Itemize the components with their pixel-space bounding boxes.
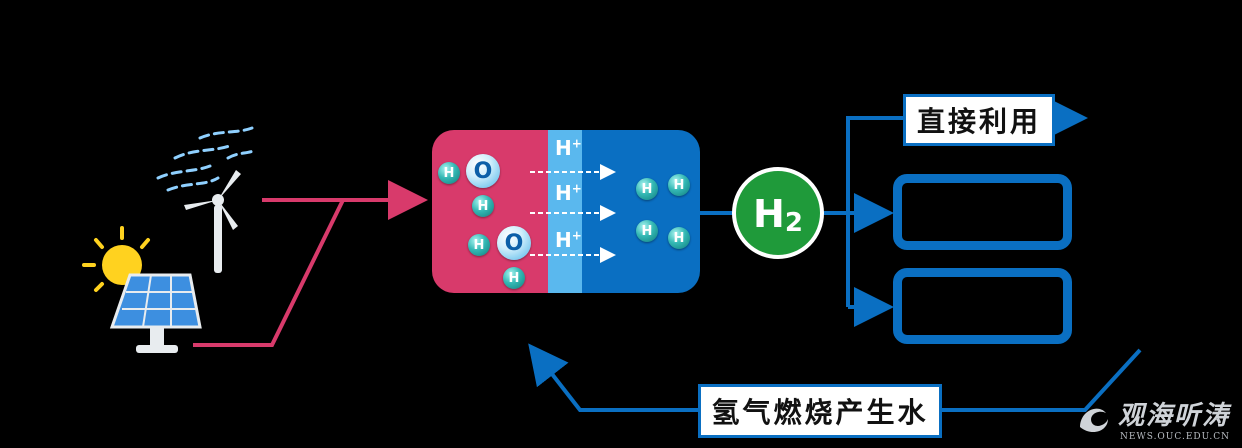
hydrogen-atom: H [472,195,494,217]
proton-label: H+ [555,136,582,160]
membrane [548,130,582,293]
proton-label-base: H [555,136,572,160]
hydrogen-atom: H [668,227,690,249]
watermark-url: NEWS.OUC.EDU.CN [1120,432,1230,442]
proton-label-base: H [555,181,572,205]
hydrogen-atom: H [503,267,525,289]
hydrogen-atom: H [438,162,460,184]
proton-flow-arrows [530,164,616,263]
proton-label-sup: + [571,181,582,196]
proton-label-sup: + [571,136,582,151]
proton-label-sup: + [571,228,582,243]
combustion-water-box: 氢气燃烧产生水 [698,384,942,438]
solar-panel-icon [82,226,202,353]
oxygen-atom: O [466,154,500,188]
wave-logo-icon [1079,408,1108,433]
hydrogen-atom: H [468,234,490,256]
oxygen-atom: O [497,226,531,260]
cathode-chamber [582,130,700,293]
proton-label: H+ [555,181,582,205]
watermark-title: 观海听涛 [1117,401,1230,431]
output-box-empty [893,174,1072,250]
h2-label-sub: 2 [784,208,803,238]
h2-label-base: H [753,192,785,236]
proton-label-base: H [555,228,572,252]
hydrogen-circle [732,167,824,259]
hydrogen-atom: H [636,220,658,242]
combustion-water-label: 氢气燃烧产生水 [711,396,929,429]
hydrogen-atom: H [668,174,690,196]
output-box-empty [893,268,1072,344]
power-input-lines [193,180,428,347]
direct-use-box: 直接利用 [903,94,1055,146]
direct-use-label: 直接利用 [916,105,1041,138]
wind-turbine-icon [156,126,257,273]
hydrogen-atom: H [636,178,658,200]
sun-icon [82,226,150,292]
watermark: 观海听涛 NEWS.OUC.EDU.CN [1079,395,1230,442]
proton-label: H+ [555,228,582,252]
